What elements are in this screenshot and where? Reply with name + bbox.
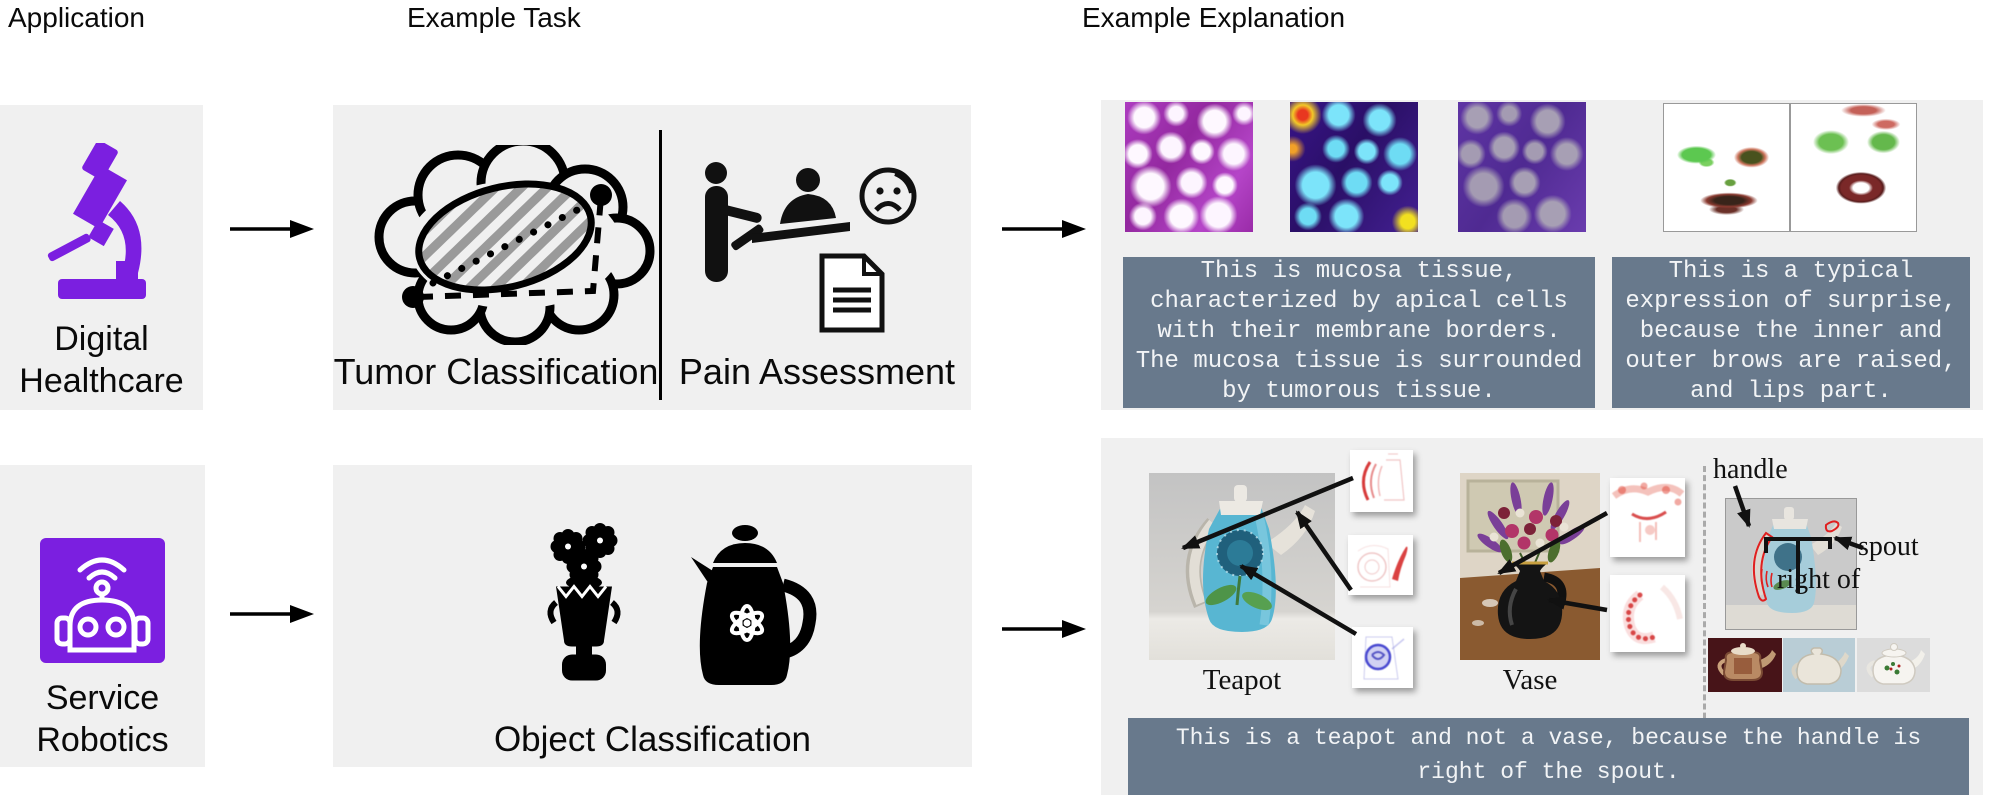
teapot-photo xyxy=(1149,473,1335,660)
teapot-thumbnail-3 xyxy=(1857,638,1930,692)
arrow-row1-left xyxy=(230,220,314,238)
task-label-object-classification: Object Classification xyxy=(493,720,812,759)
arrow-row2-left xyxy=(230,605,314,623)
microscope-icon xyxy=(47,143,146,299)
explanation-panel-row1: This is mucosa tissue, characterized by … xyxy=(1101,100,1983,410)
task-box-row2: Object Classification xyxy=(333,465,972,767)
application-box-healthcare: Digital Healthcare xyxy=(0,105,203,410)
tumor-thought-cloud-icon xyxy=(374,145,655,345)
vase-photo-label: Vase xyxy=(1502,664,1558,696)
task-label-pain-assessment: Pain Assessment xyxy=(678,351,956,392)
teapot-icon xyxy=(691,525,817,685)
task-label-tumor-classification: Tumor Classification xyxy=(333,351,659,392)
teapot-thumbnail-2 xyxy=(1783,638,1855,692)
robot-icon xyxy=(40,538,165,663)
heatmap-patch-teapot-spout xyxy=(1348,535,1413,595)
explanation-panel-row2: Teapot xyxy=(1101,438,1983,795)
face-saliency-left xyxy=(1663,103,1790,232)
heatmap-patch-vase-flowers xyxy=(1610,478,1685,557)
histology-heatmap-overlay xyxy=(1290,102,1418,232)
task-box-row1: Tumor Classification Pain Assessment xyxy=(333,105,971,410)
annotation-spout-label: spout xyxy=(1858,531,1919,562)
header-example-task: Example Task xyxy=(407,2,581,33)
vase-photo xyxy=(1460,473,1600,660)
annotation-handle-label: handle xyxy=(1713,454,1788,485)
sad-face-icon xyxy=(859,167,917,225)
annotation-right-of-label: right of xyxy=(1777,564,1861,595)
explanation-textbox-tissue: This is mucosa tissue, characterized by … xyxy=(1123,257,1595,408)
document-icon xyxy=(819,253,885,333)
header-application: Application xyxy=(8,2,145,33)
histology-mask-overlay xyxy=(1458,102,1586,232)
histology-photo xyxy=(1125,102,1253,232)
application-label-healthcare: Digital Healthcare xyxy=(19,320,184,400)
task-divider-line xyxy=(659,130,662,400)
flower-vase-icon xyxy=(547,523,621,681)
arrow-row1-right xyxy=(1002,220,1086,238)
header-example-explanation: Example Explanation xyxy=(1082,2,1346,33)
application-label-robotics: Service Robotics xyxy=(36,679,169,759)
heatmap-patch-teapot-handle xyxy=(1350,450,1413,512)
teapot-photo-label: Teapot xyxy=(1202,664,1282,696)
arrow-row2-right xyxy=(1002,620,1086,638)
application-box-robotics: Service Robotics xyxy=(0,465,205,767)
doctor-patient-icon xyxy=(705,162,917,333)
face-saliency-right xyxy=(1790,103,1917,232)
heatmap-patch-teapot-flower xyxy=(1352,627,1413,688)
teapot-thumbnail-1 xyxy=(1708,638,1782,692)
explanation-textbox-teapot: This is a teapot and not a vase, because… xyxy=(1128,718,1969,795)
heatmap-patch-vase-handle xyxy=(1610,575,1685,652)
dashed-divider xyxy=(1703,466,1706,746)
explanation-textbox-face: This is a typical expression of surprise… xyxy=(1612,257,1970,408)
